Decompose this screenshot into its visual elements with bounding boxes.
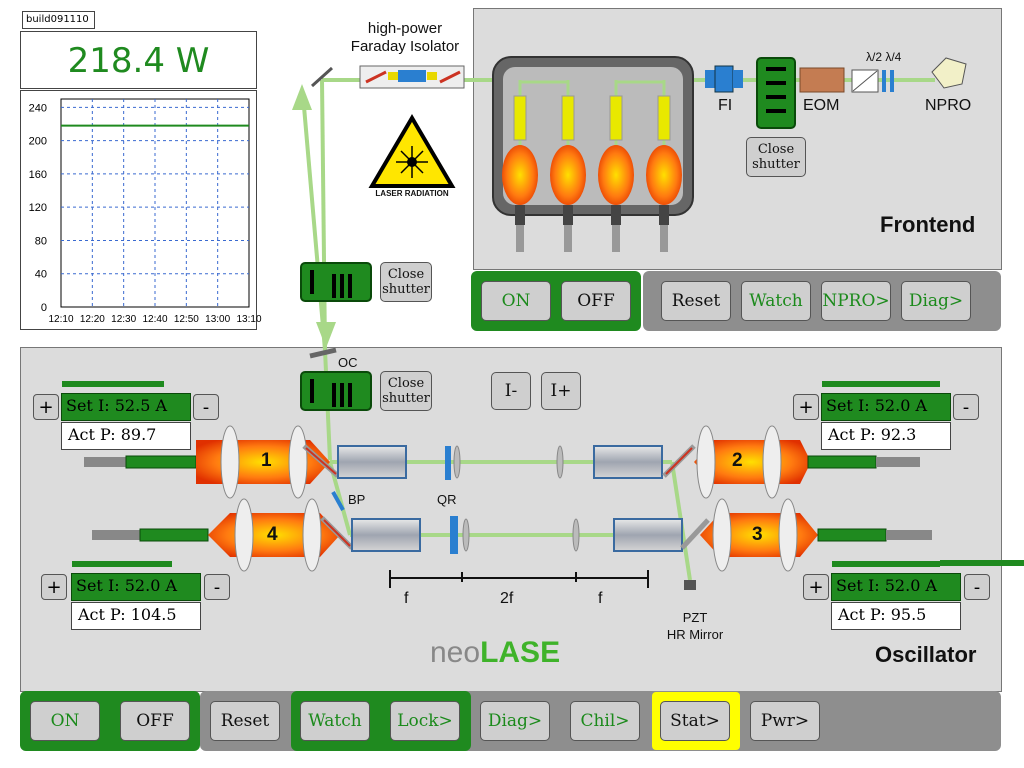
chart-x-tick-label: 12:20 <box>80 314 105 325</box>
head-4-number: 4 <box>267 524 278 545</box>
power-readout: 218.4 W <box>20 31 257 89</box>
head2-actual-power: Act P: 92.3 <box>821 422 951 450</box>
oscillator-watch-button[interactable]: Watch <box>300 701 370 741</box>
shutter-bars-icon <box>310 379 314 403</box>
chart-x-tick-label: 13:10 <box>236 314 261 325</box>
frontend-off-button[interactable]: OFF <box>561 281 631 321</box>
chart-x-tick-label: 12:10 <box>48 314 73 325</box>
frontend-on-button[interactable]: ON <box>481 281 551 321</box>
head-2-number: 2 <box>732 450 743 471</box>
qr-label: QR <box>437 492 457 507</box>
oscillator-title: Oscillator <box>875 642 977 667</box>
head3-bar <box>832 561 940 567</box>
brand-logo: neoLASE <box>430 636 560 670</box>
eom-label: EOM <box>803 97 840 114</box>
head-1-number: 1 <box>261 450 272 471</box>
oscillator-lock-button[interactable]: Lock> <box>390 701 460 741</box>
frontend-shutter-line1: Close <box>757 142 795 157</box>
faraday-label: high-power Faraday Isolator <box>330 20 480 56</box>
frontend-diag-button[interactable]: Diag> <box>901 281 971 321</box>
fi-label: FI <box>718 97 733 114</box>
head3-plus-button[interactable]: + <box>803 574 829 600</box>
chart-y-tick-label: 0 <box>41 302 47 314</box>
head1-set-current[interactable]: Set I: 52.5 A <box>61 393 191 421</box>
pzt-label-line2: HR Mirror <box>666 627 724 642</box>
frontend-reset-button[interactable]: Reset <box>661 281 731 321</box>
frontend-title: Frontend <box>880 212 976 237</box>
mid-shutter-line1: Close <box>387 267 425 282</box>
scale-f1-label: f <box>404 590 409 607</box>
head3-actual-power: Act P: 95.5 <box>831 602 961 630</box>
head2-set-current[interactable]: Set I: 52.0 A <box>821 393 951 421</box>
oc-shutter-line1: Close <box>387 376 425 391</box>
beam-arrow-icon <box>292 84 312 110</box>
head4-actual-power: Act P: 104.5 <box>71 602 201 630</box>
chart-y-tick-label: 40 <box>35 269 47 281</box>
chart-x-tick-label: 12:30 <box>111 314 136 325</box>
laser-radiation-label: LASER RADIATION <box>375 189 449 198</box>
head4-set-current[interactable]: Set I: 52.0 A <box>71 573 201 601</box>
head4-minus-button[interactable]: - <box>204 574 230 600</box>
head-3-number: 3 <box>752 524 763 545</box>
frontend-shutter-line2: shutter <box>752 157 800 172</box>
chart-y-tick-label: 160 <box>29 169 47 181</box>
brand-lase: LASE <box>480 636 561 669</box>
brand-neo: neo <box>430 636 481 669</box>
head2-minus-button[interactable]: - <box>953 394 979 420</box>
head1-minus-button[interactable]: - <box>193 394 219 420</box>
oscillator-reset-button[interactable]: Reset <box>210 701 280 741</box>
mid-shutter-toggle[interactable] <box>300 262 372 302</box>
oscillator-off-button[interactable]: OFF <box>120 701 190 741</box>
oscillator-on-button[interactable]: ON <box>30 701 100 741</box>
chart-x-tick-label: 12:40 <box>142 314 167 325</box>
head2-bar <box>822 381 940 387</box>
shutter-bars-icon <box>310 270 314 294</box>
oscillator-chil-button[interactable]: Chil> <box>570 701 640 741</box>
power-chart: 12:10 12:20 12:30 12:40 12:50 13:00 13:10 0 40 80… <box>29 98 262 325</box>
pzt-label: PZT HR Mirror <box>650 609 740 643</box>
head1-bar <box>62 381 164 387</box>
head2-plus-button[interactable]: + <box>793 394 819 420</box>
chart-y-tick-label: 120 <box>29 202 47 214</box>
current-plus-button[interactable]: I+ <box>541 372 581 410</box>
oc-shutter-line2: shutter <box>382 391 430 406</box>
head3-set-current[interactable]: Set I: 52.0 A <box>831 573 961 601</box>
chart-x-tick-label: 12:50 <box>174 314 199 325</box>
oscillator-diag-button[interactable]: Diag> <box>480 701 550 741</box>
shutter-bars-icon <box>766 67 786 71</box>
frontend-shutter-toggle[interactable] <box>756 57 796 129</box>
chart-x-tick-label: 13:00 <box>205 314 230 325</box>
scale-f3-label: f <box>598 590 603 607</box>
head3-minus-button[interactable]: - <box>964 574 990 600</box>
mid-shutter-line2: shutter <box>382 282 430 297</box>
waveplates-label: λ/2 λ/4 <box>866 50 902 64</box>
head4-bar <box>72 561 172 567</box>
npro-label: NPRO <box>925 97 972 114</box>
head1-plus-button[interactable]: + <box>33 394 59 420</box>
pzt-label-line1: PZT <box>682 610 708 625</box>
faraday-label-line1: high-power <box>367 20 443 37</box>
mid-close-shutter-button[interactable]: Close shutter <box>380 262 432 302</box>
oscillator-pwr-button[interactable]: Pwr> <box>750 701 820 741</box>
frontend-npro-button[interactable]: NPRO> <box>821 281 891 321</box>
chart-y-tick-label: 80 <box>35 235 47 247</box>
current-minus-button[interactable]: I- <box>491 372 531 410</box>
faraday-label-line2: Faraday Isolator <box>350 38 460 55</box>
power-chart-frame: 12:10 12:20 12:30 12:40 12:50 13:00 13:10 0 40 80… <box>20 90 262 330</box>
build-label: build091110 <box>22 11 95 29</box>
beam-arrow-down-icon <box>316 322 336 348</box>
frontend-watch-button[interactable]: Watch <box>741 281 811 321</box>
oc-shutter-toggle[interactable] <box>300 371 372 411</box>
bp-label: BP <box>348 492 366 507</box>
head4-plus-button[interactable]: + <box>41 574 67 600</box>
scale-2f-label: 2f <box>500 590 514 607</box>
chart-y-tick-label: 200 <box>29 136 47 148</box>
head1-actual-power: Act P: 89.7 <box>61 422 191 450</box>
oc-label: OC <box>338 355 358 370</box>
chart-y-tick-label: 240 <box>29 102 47 114</box>
oscillator-stat-button[interactable]: Stat> <box>660 701 730 741</box>
frontend-close-shutter-button[interactable]: Close shutter <box>746 137 806 177</box>
oc-close-shutter-button[interactable]: Close shutter <box>380 371 432 411</box>
